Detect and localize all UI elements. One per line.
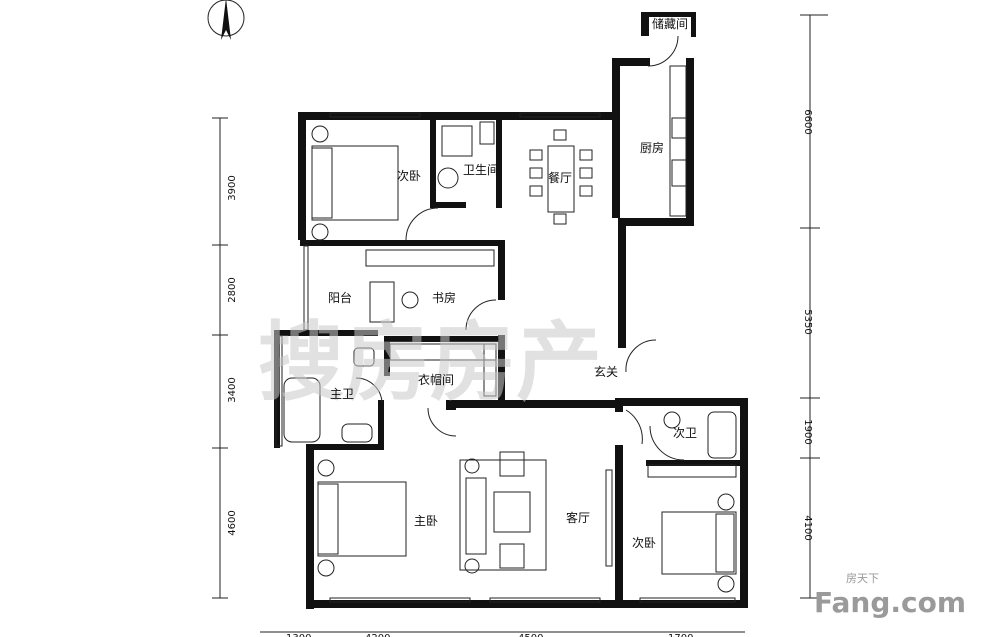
room-label-bathroom-top: 卫生间 xyxy=(463,163,499,177)
dim-left-2: 2800 xyxy=(227,277,238,302)
furniture xyxy=(283,65,737,593)
room-label-bedroom-right: 次卧 xyxy=(632,536,656,550)
room-label-study: 书房 xyxy=(432,290,456,305)
doors xyxy=(355,35,685,461)
logo-cn-text: 房天下 xyxy=(846,572,879,585)
room-label-master-bath: 主卫 xyxy=(330,387,354,401)
dim-right-4: 4100 xyxy=(802,515,813,540)
dim-right-2: 5350 xyxy=(802,309,813,334)
dim-bottom-1: 1300 xyxy=(286,633,311,637)
room-label-second-bath: 次卫 xyxy=(673,426,697,440)
room-label-storage: 储藏间 xyxy=(652,16,688,31)
dimension-lines xyxy=(212,14,828,633)
dim-right-3: 1900 xyxy=(802,419,813,444)
dim-right-1: 6600 xyxy=(802,109,813,134)
room-label-bedroom-top: 次卧 xyxy=(397,169,421,183)
room-label-balcony: 阳台 xyxy=(328,290,352,305)
room-label-kitchen: 厨房 xyxy=(640,140,664,155)
room-label-dining: 餐厅 xyxy=(548,170,572,185)
logo-text: Fang.com xyxy=(814,586,966,619)
room-label-master-bedroom: 主卧 xyxy=(414,514,438,528)
windows xyxy=(275,112,736,603)
watermark-text: 搜房房产 xyxy=(258,313,602,413)
dim-bottom-4: 1700 xyxy=(668,633,693,637)
walls xyxy=(274,12,748,609)
dim-left-3: 3400 xyxy=(227,377,238,402)
dim-left-1: 3900 xyxy=(227,175,238,200)
dim-bottom-3: 4500 xyxy=(518,633,543,637)
dim-left-4: 4600 xyxy=(227,510,238,535)
north-arrow-icon xyxy=(207,0,245,40)
room-label-closet: 衣帽间 xyxy=(418,372,454,387)
room-label-entrance: 玄关 xyxy=(594,364,618,379)
room-label-living: 客厅 xyxy=(566,510,590,525)
dim-bottom-2: 4200 xyxy=(365,633,390,637)
